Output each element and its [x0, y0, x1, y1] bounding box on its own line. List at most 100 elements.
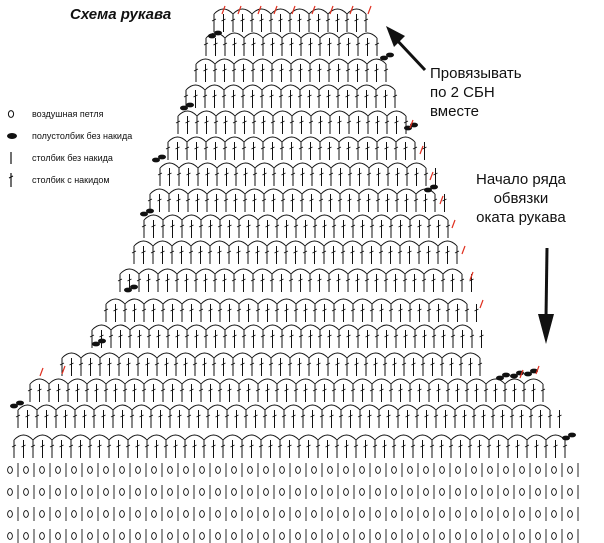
double-crochet-bar [331, 250, 336, 254]
double-crochet-bar [277, 444, 283, 448]
double-crochet-bar [346, 334, 351, 338]
double-crochet-bar [431, 278, 436, 282]
double-crochet-bar [402, 278, 408, 282]
double-crochet-bar [212, 278, 218, 282]
row-marker [479, 299, 484, 309]
chain-stitch [311, 488, 317, 496]
chain-arch [196, 110, 217, 117]
double-crochet-bar [68, 444, 74, 448]
chain-arch [423, 268, 444, 275]
double-crochet-bar [242, 198, 248, 202]
chain-arch [317, 434, 338, 441]
double-crochet-bar [455, 388, 460, 392]
chain-arch [378, 404, 399, 411]
chain-arch [320, 188, 341, 195]
double-crochet-bar [436, 224, 441, 228]
double-crochet-bar [493, 388, 498, 392]
double-crochet-bar [297, 18, 302, 22]
double-crochet-bar [198, 388, 204, 392]
double-crochet-bar [97, 444, 102, 448]
chain-arch [348, 110, 369, 117]
chain-arch [271, 268, 292, 275]
double-crochet-bar [290, 172, 296, 176]
double-crochet-bar [270, 42, 275, 46]
double-crochet-bar [505, 444, 511, 448]
row-marker [451, 219, 456, 229]
double-crochet-bar [318, 198, 324, 202]
chain-arch [428, 214, 449, 221]
double-crochet-bar [251, 146, 256, 150]
chain-arch [219, 298, 240, 305]
double-crochet-bar [354, 94, 360, 98]
double-crochet-bar [280, 198, 286, 202]
double-crochet-bar [353, 444, 359, 448]
double-crochet-bar [346, 146, 351, 150]
double-crochet-bar [385, 198, 390, 202]
chain-arch [118, 352, 139, 359]
chain-arch [333, 214, 354, 221]
double-crochet-bar [433, 414, 439, 418]
chain-arch [352, 378, 373, 385]
double-crochet-bar [424, 414, 429, 418]
double-crochet-bar [338, 172, 343, 176]
double-crochet-bar [207, 250, 213, 254]
chain-stitch [423, 488, 429, 496]
double-crochet-bar [175, 146, 180, 150]
chain-arch [295, 378, 316, 385]
row-marker [519, 369, 524, 379]
double-crochet-bar [336, 278, 341, 282]
double-crochet-bar [291, 414, 296, 418]
chain-arch [245, 404, 266, 411]
double-crochet-bar [325, 362, 331, 366]
double-crochet-bar [193, 68, 199, 72]
double-crochet-bar [166, 198, 172, 202]
double-crochet-bar [160, 308, 166, 312]
chain-arch [270, 8, 291, 15]
double-crochet-bar [382, 362, 388, 366]
chain-stitch [167, 510, 173, 518]
double-crochet-bar [233, 198, 238, 202]
start-annotation: Начало ряда обвязки оката рукава [476, 170, 566, 227]
double-crochet-bar [203, 42, 209, 46]
chain-stitch [103, 510, 109, 518]
chain-arch [251, 8, 272, 15]
double-crochet-bar [557, 414, 562, 418]
chain-arch [224, 136, 245, 143]
chain-arch [262, 136, 283, 143]
double-crochet-bar [395, 414, 401, 418]
double-crochet-bar [293, 224, 299, 228]
chain-stitch [119, 488, 125, 496]
chain-arch [308, 8, 329, 15]
double-crochet-bar [303, 308, 308, 312]
chain-arch [157, 268, 178, 275]
chain-arch [91, 324, 112, 331]
chain-arch [469, 434, 490, 441]
double-crochet-bar [374, 68, 379, 72]
chain-stitch [231, 466, 237, 474]
chain-arch [209, 240, 230, 247]
chain-stitch [231, 510, 237, 518]
chain-arch [271, 58, 292, 65]
double-crochet-bar [363, 18, 369, 22]
chain-stitch [199, 488, 205, 496]
double-crochet-bar [281, 414, 287, 418]
stitch-row [117, 268, 474, 292]
double-crochet-bar [287, 444, 292, 448]
double-crochet-bar [270, 146, 275, 150]
double-crochet-bar [298, 278, 303, 282]
double-crochet-bar [308, 120, 314, 124]
double-crochet-bar [117, 278, 123, 282]
chain-stitch [23, 488, 29, 496]
chain-arch [243, 136, 264, 143]
double-crochet-bar [205, 414, 211, 418]
chain-arch [119, 268, 140, 275]
chain-arch [346, 8, 367, 15]
double-crochet-bar [306, 18, 312, 22]
slip-stitch [140, 211, 148, 217]
double-crochet-bar [412, 334, 418, 338]
chain-stitch [295, 488, 301, 496]
double-crochet-bar [426, 308, 432, 312]
chain-arch [371, 378, 392, 385]
double-crochet-bar [379, 388, 384, 392]
chain-stitch [519, 510, 525, 518]
